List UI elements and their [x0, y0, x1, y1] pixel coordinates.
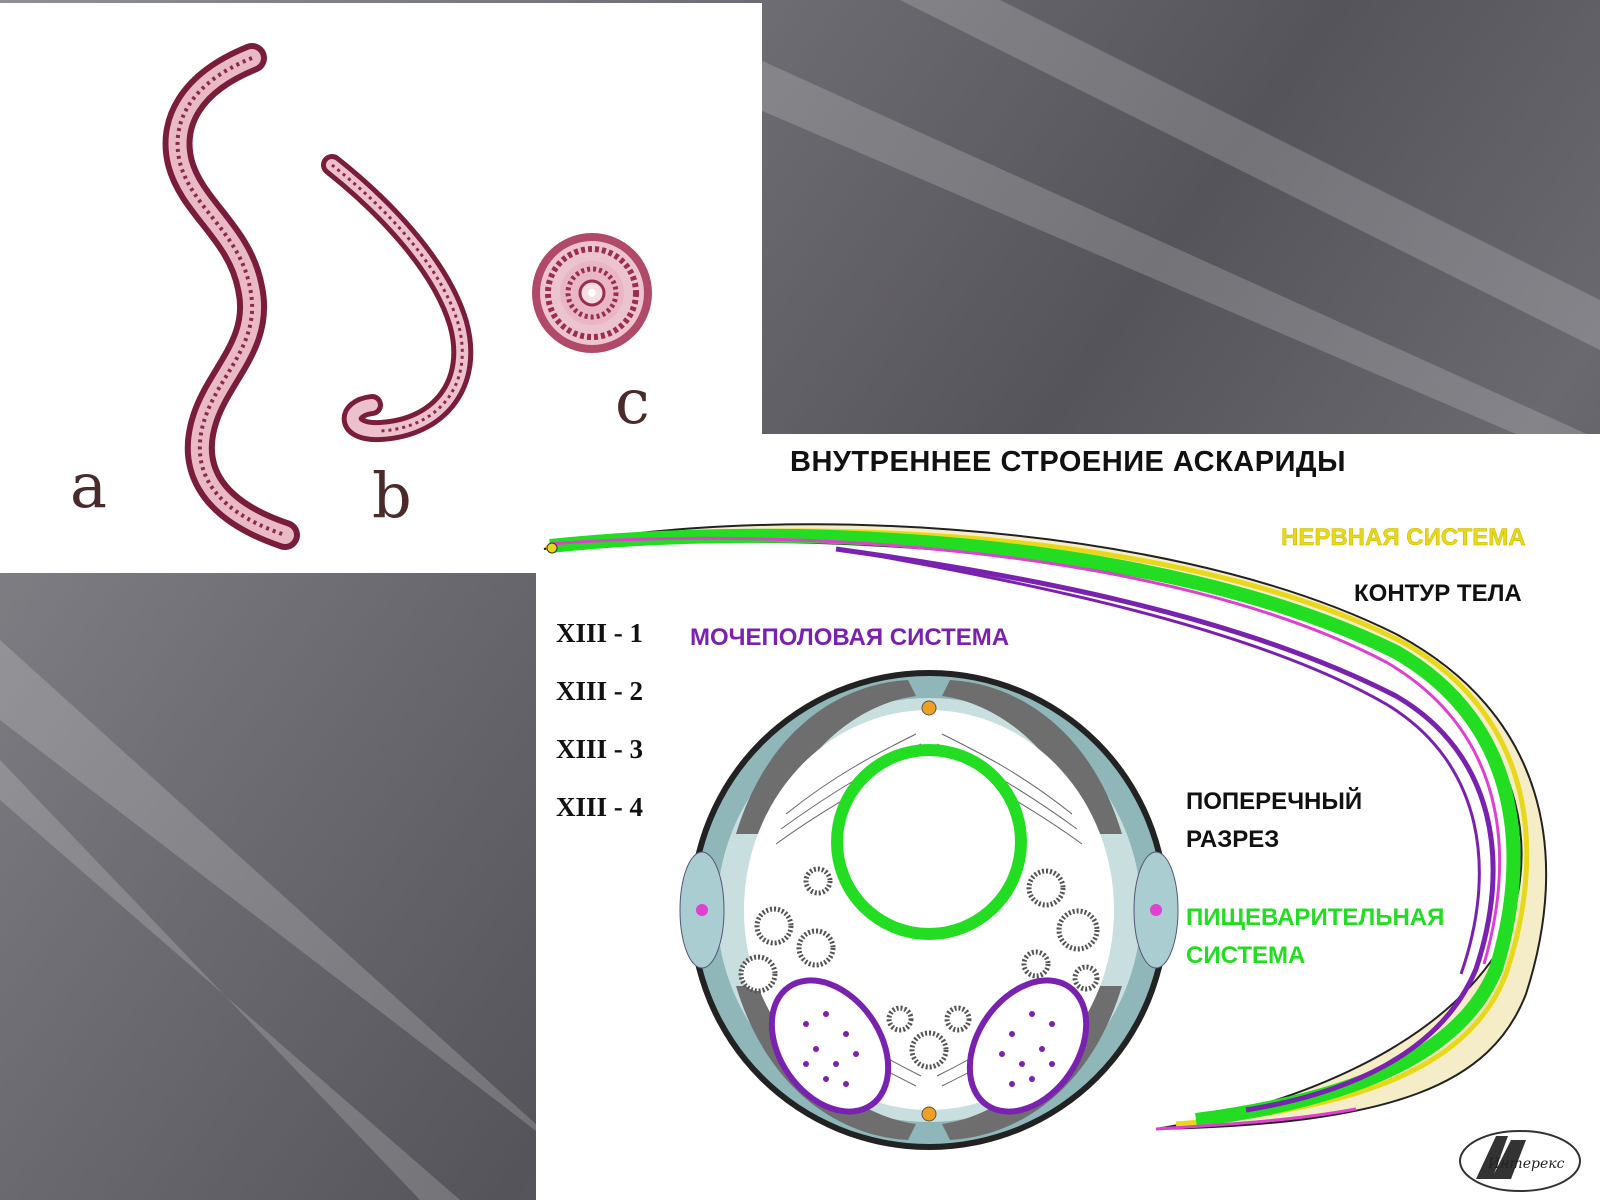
- label-a: a: [70, 449, 107, 522]
- legend-nervous-system: НЕРВНАЯ СИСТЕМА: [1281, 524, 1526, 552]
- interex-logo: [1459, 1130, 1581, 1192]
- side-label-2: XIII - 2: [556, 676, 644, 706]
- ascaris-diagram: [543, 523, 1581, 1192]
- body-longitudinal-view: [543, 523, 1548, 1131]
- internal-structure-panel: ВНУТРЕННЕЕ СТРОЕНИЕ АСКАРИДЫ: [536, 434, 1600, 1200]
- legend-body-contour: КОНТУР ТЕЛА: [1354, 580, 1522, 607]
- label-c: c: [615, 365, 650, 438]
- label-b: b: [372, 459, 412, 532]
- cross-section-drawing: [679, 670, 1179, 1150]
- side-label-3: XIII - 3: [556, 734, 644, 764]
- legend-cross-section-line1: ПОПЕРЕЧНЫЙ: [1186, 788, 1363, 815]
- side-label-4: XIII - 4: [556, 792, 644, 822]
- worm-illustration-panel: a b c: [0, 3, 762, 573]
- worm-drawings: [162, 43, 652, 550]
- worm-c-cross-section: [532, 233, 652, 353]
- side-label-1: XIII - 1: [556, 618, 644, 648]
- worm-b-drawing: [321, 154, 474, 443]
- legend-digestive-line1: ПИЩЕВАРИТЕЛЬНАЯ: [1186, 904, 1445, 931]
- legend-cross-section-line2: РАЗРЕЗ: [1186, 826, 1280, 853]
- legend-urogenital-system: МОЧЕПОЛОВАЯ СИСТЕМА: [690, 624, 1010, 651]
- logo-text: Интерекс: [1488, 1156, 1565, 1172]
- legend-digestive-line2: СИСТЕМА: [1186, 942, 1306, 969]
- diagram-title: ВНУТРЕННЕЕ СТРОЕНИЕ АСКАРИДЫ: [790, 446, 1346, 478]
- worm-a-drawing: [162, 43, 300, 550]
